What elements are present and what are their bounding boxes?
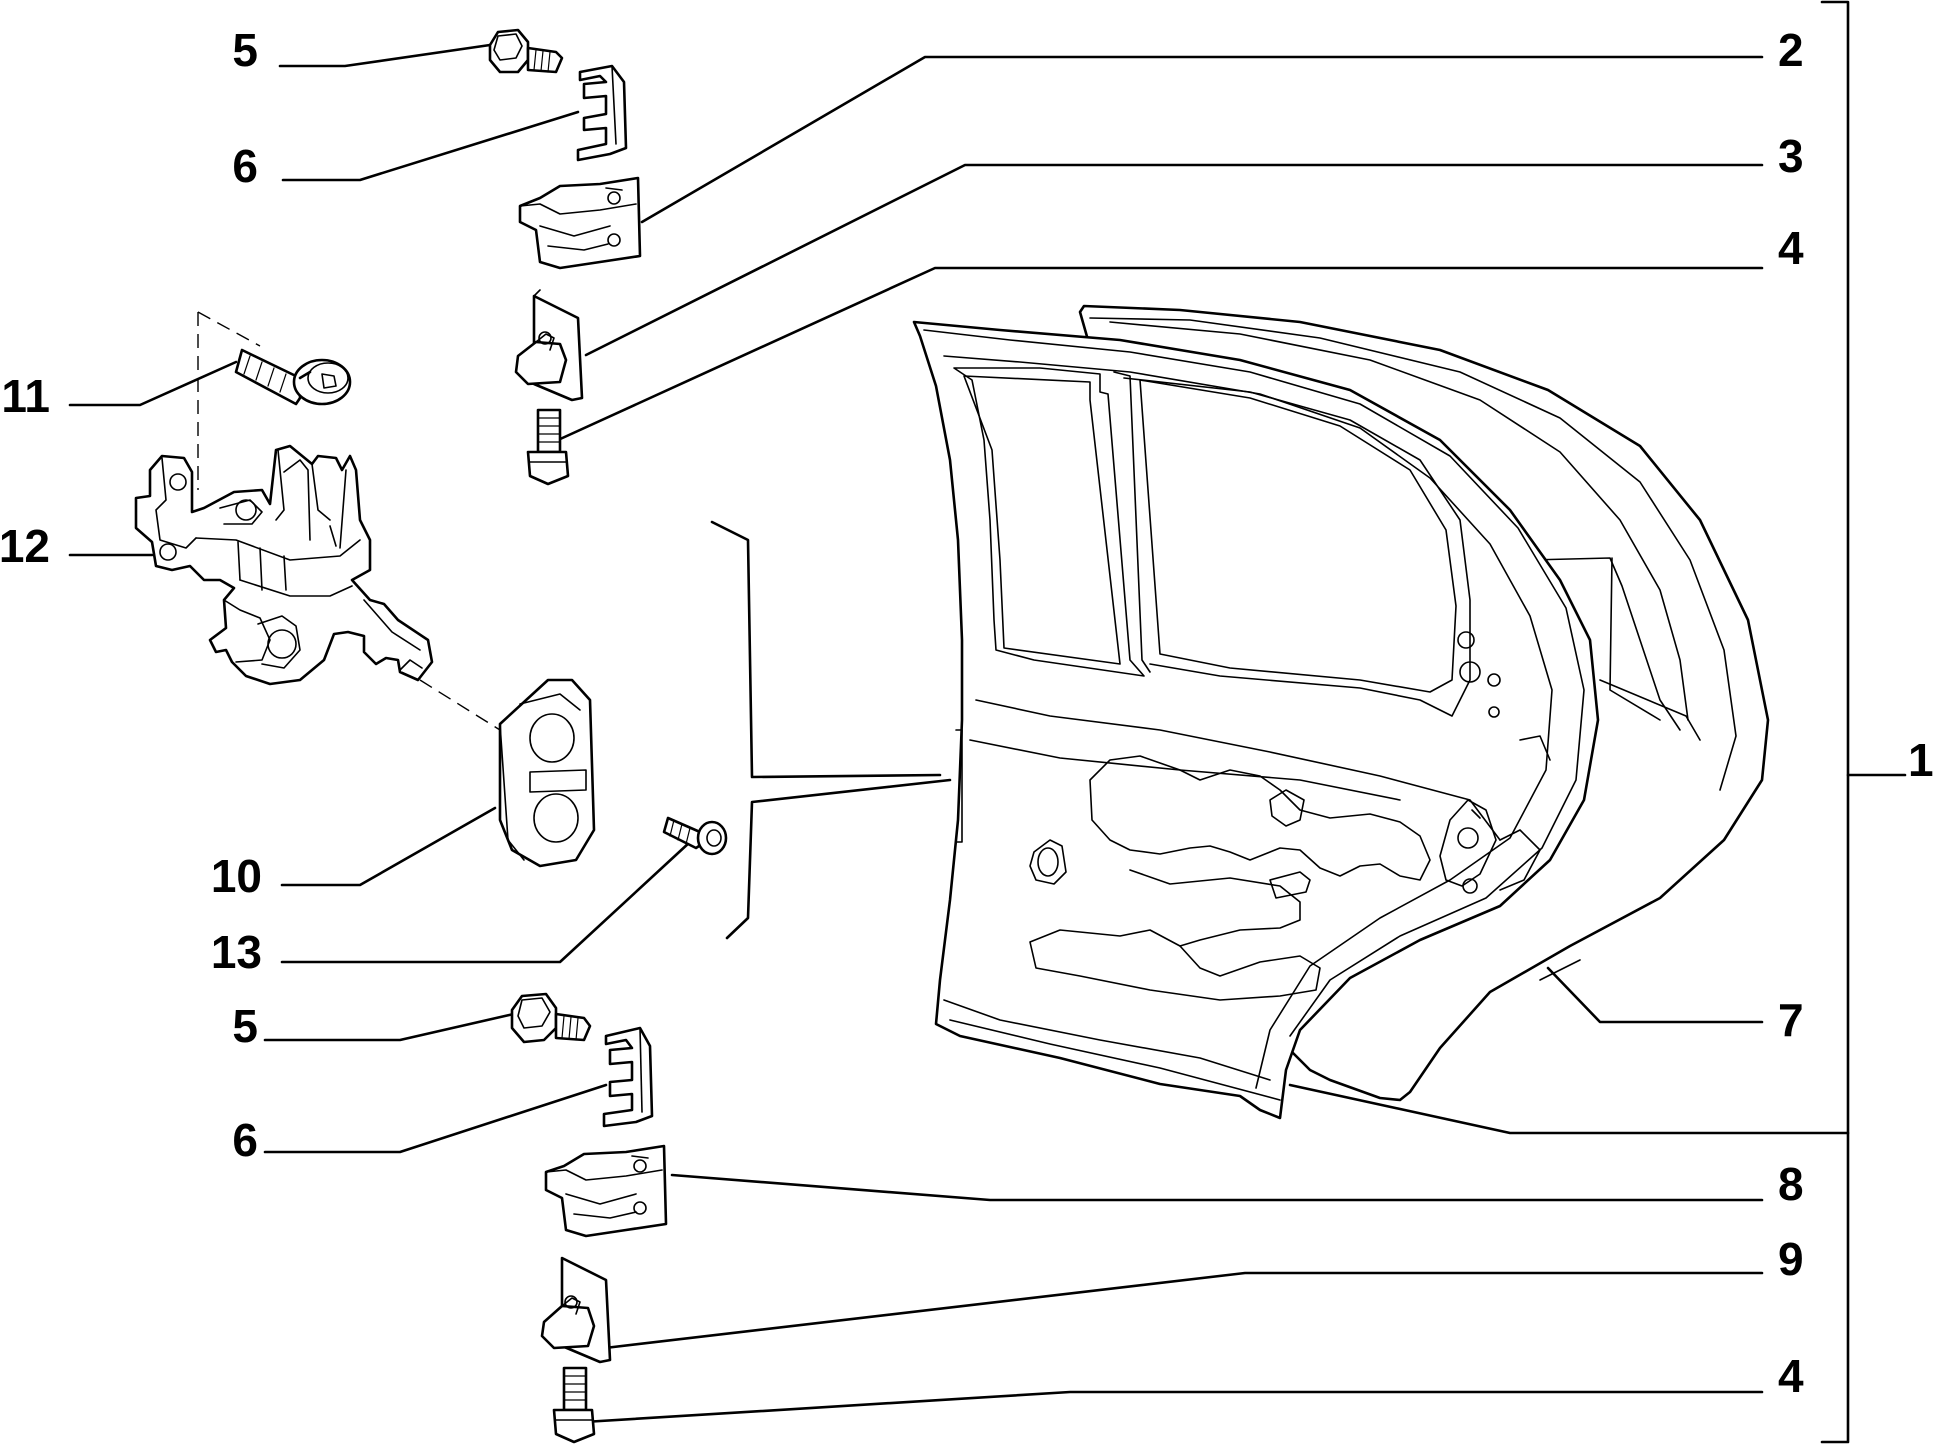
label-11: 11 xyxy=(1,370,50,422)
label-6-bottom: 6 xyxy=(232,1114,258,1166)
label-5-bottom: 5 xyxy=(232,1000,258,1052)
pin-bottom-part-4 xyxy=(552,1366,596,1444)
label-7: 7 xyxy=(1778,994,1804,1046)
bolt-top-part-5 xyxy=(488,28,564,74)
pin-top-part-4 xyxy=(526,408,570,486)
callout-labels: 5 6 11 12 10 13 5 6 2 3 4 1 7 8 9 4 xyxy=(0,24,1934,1402)
label-13: 13 xyxy=(211,926,262,978)
screw-part-11 xyxy=(234,348,352,406)
label-4-top: 4 xyxy=(1778,222,1804,274)
lower-bracket-part-9 xyxy=(540,1256,612,1364)
upper-hinge-part-2 xyxy=(518,176,642,270)
label-4-bottom: 4 xyxy=(1778,1350,1804,1402)
lower-hinge-part-8 xyxy=(544,1144,668,1238)
shim-bottom-part-6 xyxy=(602,1026,654,1128)
label-6-top: 6 xyxy=(232,140,258,192)
shim-top-part-6 xyxy=(576,64,628,162)
small-screw-part-13 xyxy=(662,816,728,856)
upper-bracket-part-3 xyxy=(514,289,584,402)
label-1: 1 xyxy=(1908,734,1934,786)
leader-lines xyxy=(68,0,1907,1444)
assembly-line-11b xyxy=(197,311,261,347)
label-5-top: 5 xyxy=(232,24,258,76)
stopper-part-10 xyxy=(498,678,596,868)
label-9: 9 xyxy=(1778,1233,1804,1285)
assembly-line-12 xyxy=(419,679,501,731)
label-10: 10 xyxy=(211,850,262,902)
label-8: 8 xyxy=(1778,1158,1804,1210)
label-3: 3 xyxy=(1778,130,1804,182)
bolt-bottom-part-5 xyxy=(510,992,592,1044)
label-2: 2 xyxy=(1778,24,1804,76)
label-12: 12 xyxy=(0,520,50,572)
door-inner-panel-part-1 xyxy=(912,320,1600,1120)
hinge-body-part-12 xyxy=(134,444,434,686)
